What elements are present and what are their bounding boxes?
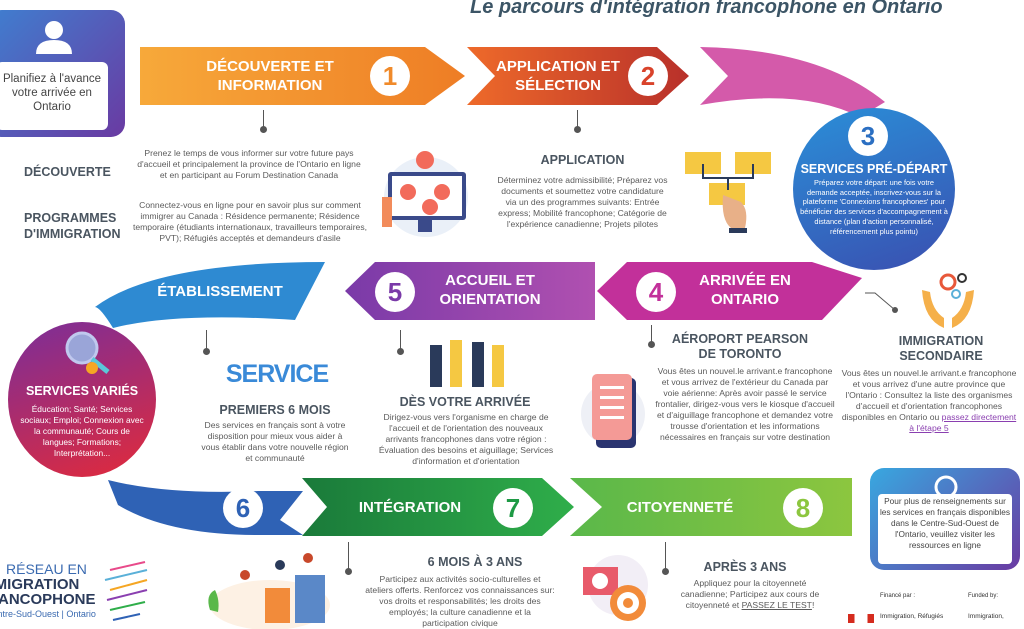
citoyennete-text: Appliquez pour la citoyenneté canadienne… (675, 578, 825, 611)
step-5-label: ACCUEIL ET ORIENTATION (439, 272, 541, 308)
step-1-number: 1 (370, 56, 410, 96)
step-6-banner (108, 480, 303, 535)
services-varies-text: Éducation; Santé; Services sociaux; Empl… (20, 404, 144, 458)
citoyennete-heading: APRÈS 3 ANS (703, 560, 787, 574)
citoyennete-body: Appliquez pour la citoyenneté canadienne… (680, 578, 820, 610)
arrivee-heading: DÈS VOTRE ARRIVÉE (399, 395, 531, 409)
application-text: Déterminez votre admissibilité; Préparez… (497, 175, 668, 229)
logo-line: IMMIGRATION (0, 576, 80, 593)
funding-org-en: Immigration, (968, 613, 1004, 620)
premiers-heading: PREMIERS 6 MOIS (219, 403, 331, 417)
logo-line: Centre-Sud-Ouest | Ontario (0, 609, 96, 619)
step-8-banner (570, 478, 852, 536)
funding-label-en: Funded by: (968, 593, 999, 599)
connector-pin (397, 330, 404, 355)
step-7-label: INTÉGRATION (358, 499, 462, 516)
document-illustration (581, 374, 645, 448)
step-1-label: DÉCOUVERTE ET INFORMATION (206, 58, 334, 94)
services-varies-heading: SERVICES VARIÉS (25, 384, 139, 398)
step-5-number: 5 (375, 272, 415, 312)
etablissement-banner (95, 262, 325, 328)
step-3-number: 3 (848, 116, 888, 156)
step-6-number: 6 (223, 488, 263, 528)
service-illustration: SERVICE (225, 360, 329, 388)
application-heading: APPLICATION (540, 153, 625, 167)
pearson-heading: AÉROPORT PEARSON DE TORONTO (671, 332, 809, 361)
arrivee-text: Dirigez-vous vers l'organisme en charge … (378, 412, 554, 466)
citoyennete-end: ! (811, 600, 815, 610)
step-2-label: APPLICATION ET SÉLECTION (496, 58, 620, 94)
profile-card: Planifiez à l'avance votre arrivée en On… (0, 10, 125, 137)
step-4-number: 4 (636, 272, 676, 312)
discovery-text: Prenez le temps de vous informer sur vot… (137, 148, 361, 180)
canada-flag-icon (848, 614, 874, 623)
pearson-text: Vous êtes un nouvel.le arrivant.e franco… (655, 366, 835, 442)
logo-lines-graphic (104, 561, 148, 621)
logo-line: FRANCOPHONE (0, 591, 96, 608)
envelopes-illustration (685, 152, 771, 233)
connector-pin (662, 542, 669, 575)
reseau-logo: RÉSEAU EN IMMIGRATION FRANCOPHONE Centre… (0, 562, 138, 622)
step-3-text: Préparez votre départ: une fois votre de… (800, 178, 948, 236)
connector-pin (345, 542, 352, 575)
profile-text: Planifiez à l'avance votre arrivée en On… (0, 62, 108, 130)
user-icon (36, 21, 72, 54)
target-illustration (583, 555, 648, 621)
step-8-label: CITOYENNETÉ (626, 499, 734, 516)
pass-test-link[interactable]: PASSEZ LE TEST (741, 600, 812, 610)
handshake-illustration (430, 340, 504, 387)
integration-text: Participez aux activités socio-culturell… (365, 574, 555, 628)
info-box: Pour plus de renseignements sur les serv… (870, 468, 1020, 570)
integration-heading: 6 MOIS À 3 ANS (427, 555, 523, 569)
teamwork-illustration (208, 553, 330, 629)
gears-magnifier-icon (65, 331, 110, 374)
monitor-illustration (382, 151, 468, 237)
gears-hands-icon (922, 273, 974, 328)
connector-pin (648, 325, 655, 348)
connector-pin (574, 110, 581, 133)
skip-to-step-5-link[interactable]: passez directement à l'étape 5 (909, 412, 1017, 433)
step-7-number: 7 (493, 488, 533, 528)
step-4-label: ARRIVÉE EN ONTARIO (699, 272, 791, 308)
curved-arrow-pink (700, 47, 885, 117)
step-2-number: 2 (628, 56, 668, 96)
connector-pin (203, 330, 210, 355)
logo-line: RÉSEAU EN (6, 561, 87, 577)
secondaire-heading: IMMIGRATION SECONDAIRE (898, 334, 984, 363)
label-decouverte: DÉCOUVERTE (24, 165, 111, 179)
connector-pin (260, 110, 267, 133)
funding-org-fr: Immigration, Réfugiés (880, 613, 944, 620)
step-8-number: 8 (783, 488, 823, 528)
label-programmes: PROGRAMMES D'IMMIGRATION (24, 211, 121, 241)
info-box-text[interactable]: Pour plus de renseignements sur les serv… (878, 494, 1012, 564)
premiers-text: Des services en français sont à votre di… (201, 420, 349, 463)
programs-text: Connectez-vous en ligne pour en savoir p… (132, 200, 368, 243)
funding-label-fr: Financé par : (880, 593, 916, 599)
secondaire-body: Vous êtes un nouvel.le arrivant.e franco… (841, 368, 1017, 422)
connector-line (865, 292, 898, 313)
secondaire-text: Vous êtes un nouvel.le arrivant.e franco… (840, 368, 1018, 434)
page-title: Le parcours d'intégration francophone en… (470, 0, 943, 18)
etablissement-label: ÉTABLISSEMENT (157, 283, 283, 300)
step-3-heading: SERVICES PRÉ-DÉPART (800, 162, 948, 176)
